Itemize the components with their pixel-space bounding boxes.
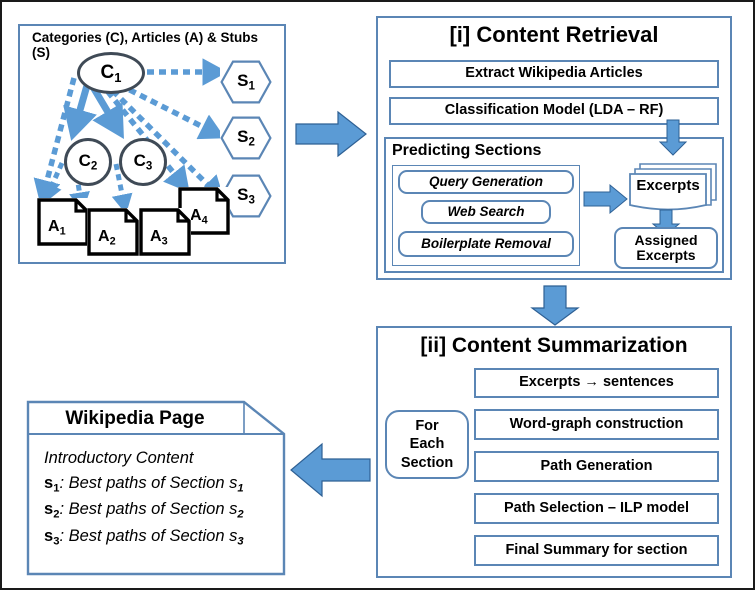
step-classification-model[interactable]: Classification Model (LDA – RF): [389, 97, 719, 125]
arrow-right-graph-to-retrieval: [295, 110, 367, 158]
assigned-excerpts-line1: Assigned: [634, 232, 698, 249]
article-node-a2-label: A2: [98, 227, 116, 247]
for-each-section-line3: Section: [400, 454, 454, 471]
wikipedia-page-shape: [26, 400, 286, 576]
stub-node-s3-label: S3: [237, 185, 255, 207]
step-web-search[interactable]: Web Search: [421, 200, 551, 224]
step-boilerplate-removal[interactable]: Boilerplate Removal: [398, 231, 574, 257]
arrow-right-predicting-to-excerpts: [583, 183, 628, 215]
wikipedia-page-title: Wikipedia Page: [65, 408, 205, 429]
stub-node-s2-label: S2: [237, 127, 255, 149]
graph-edges: [33, 58, 228, 215]
step-final-summary[interactable]: Final Summary for section: [474, 535, 719, 566]
for-each-section-box: For Each Section: [385, 410, 469, 479]
article-node-a3-label: A3: [150, 227, 168, 247]
assigned-excerpts-box[interactable]: Assigned Excerpts: [614, 227, 718, 269]
step-query-generation[interactable]: Query Generation: [398, 170, 574, 194]
stub-node-s1-label: S1: [237, 71, 255, 93]
category-node-c1-label: C1: [100, 61, 122, 85]
category-node-c3: C3: [119, 138, 167, 186]
arrow-left-summarization-to-wikipedia: [290, 442, 371, 498]
assigned-excerpts-line2: Excerpts: [636, 247, 696, 263]
stub-node-s3: S3: [220, 174, 272, 218]
hexagon-icon: [220, 60, 272, 104]
content-summarization-title: [ii] Content Summarization: [420, 334, 688, 357]
article-node-a1: A1: [37, 198, 89, 246]
arrow-down-classification-to-excerpts: [658, 119, 688, 156]
wikipedia-section-line-2: s2: Best paths of Section s2: [44, 500, 244, 521]
wikipedia-section-line-1: s1: Best paths of Section s1: [44, 474, 244, 495]
document-icon: [139, 208, 191, 256]
step-word-graph-construction[interactable]: Word-graph construction: [474, 409, 719, 440]
stub-node-s1: S1: [220, 60, 272, 104]
arrow-down-retrieval-to-summarization: [530, 285, 580, 326]
excerpts-label: Excerpts: [636, 177, 700, 194]
for-each-section-line1: For: [415, 418, 439, 435]
article-node-a1-label: A1: [48, 217, 66, 237]
step-extract-wikipedia-articles[interactable]: Extract Wikipedia Articles: [389, 60, 719, 88]
step-path-selection-ilp[interactable]: Path Selection – ILP model: [474, 493, 719, 524]
category-node-c1: C1: [77, 52, 145, 94]
wikipedia-page-body: Introductory Content s1: Best paths of S…: [44, 446, 274, 550]
step-path-generation[interactable]: Path Generation: [474, 451, 719, 482]
article-node-a3: A3: [139, 208, 191, 256]
hexagon-icon: [220, 116, 272, 160]
category-node-c2-label: C2: [78, 151, 98, 173]
article-node-a2: A2: [87, 208, 139, 256]
predicting-sections-title: Predicting Sections: [392, 142, 542, 159]
excerpts-stack: [629, 163, 717, 211]
graph-panel-title: Categories (C), Articles (A) & Stubs (S): [32, 30, 259, 60]
content-retrieval-title: [i] Content Retrieval: [449, 22, 659, 47]
for-each-section-line2: Each: [409, 436, 445, 453]
category-node-c3-label: C3: [133, 151, 153, 173]
stub-node-s2: S2: [220, 116, 272, 160]
wikipedia-intro-line: Introductory Content: [44, 449, 194, 467]
step-excerpts-to-sentences[interactable]: Excerpts → sentences: [474, 368, 719, 398]
article-node-a4-label: A4: [190, 206, 208, 226]
wikipedia-section-line-3: s3: Best paths of Section s3: [44, 526, 244, 548]
category-node-c2: C2: [64, 138, 112, 186]
